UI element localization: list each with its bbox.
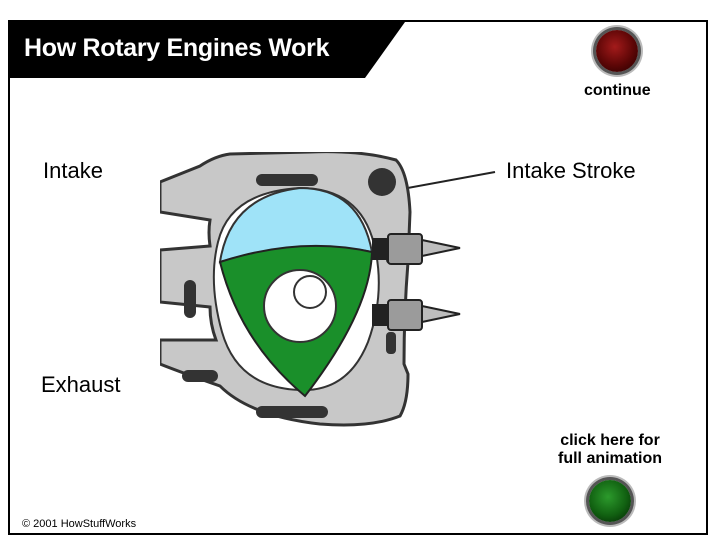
eccentric-shaft <box>293 275 327 309</box>
continue-label[interactable]: continue <box>584 82 651 99</box>
full-animation-label-line1[interactable]: click here for <box>560 432 660 449</box>
housing-slot-bottom <box>256 406 328 418</box>
exhaust-label: Exhaust <box>41 372 121 397</box>
full-animation-control[interactable]: click here for full animation <box>558 432 662 522</box>
copyright-text: © 2001 HowStuffWorks <box>22 518 137 530</box>
intake-label: Intake <box>43 158 103 183</box>
title-banner: How Rotary Engines Work <box>10 22 405 78</box>
intake-stroke-label: Intake Stroke <box>506 158 636 183</box>
housing-bolt <box>368 168 396 196</box>
continue-button[interactable] <box>596 30 639 72</box>
full-animation-label-line2[interactable]: full animation <box>558 450 662 467</box>
spark-plug-lower <box>372 299 461 331</box>
spark-plug-upper <box>372 233 461 265</box>
title-banner-shape <box>10 22 405 78</box>
exhaust-port <box>182 370 218 382</box>
full-animation-button[interactable] <box>589 480 631 522</box>
housing-slot-top <box>256 174 318 186</box>
intake-port <box>184 280 196 318</box>
continue-control[interactable]: continue <box>584 30 651 100</box>
page-title: How Rotary Engines Work <box>24 34 330 62</box>
housing-slot-right-lower <box>386 332 396 354</box>
slide-frame: How Rotary Engines Work continue Intake … <box>8 20 708 535</box>
rotary-engine-diagram <box>160 152 496 427</box>
